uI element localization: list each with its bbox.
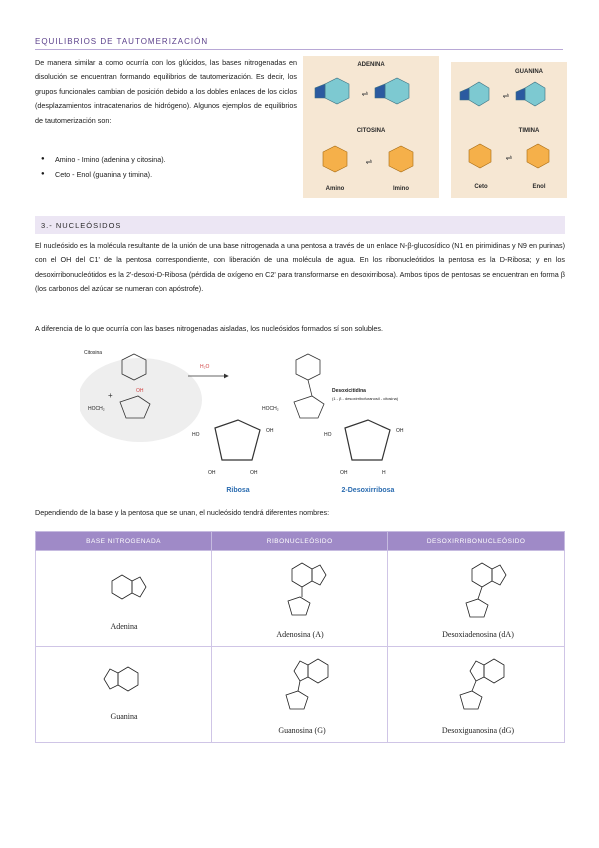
label-citosina: CITOSINA [357,128,386,134]
svg-text:+: + [108,391,113,400]
table-header-row: BASE NITROGENADA RIBONUCLEÓSIDO DESOXIRR… [34,531,565,551]
deoxyribonucleoside-name: Desoxiguanosina (dG) [442,726,515,735]
caption-ceto: Ceto [474,184,488,190]
table-cell: Desoxiguanosina (dG) [387,646,565,743]
nucleoside-table: BASE NITROGENADA RIBONUCLEÓSIDO DESOXIRR… [34,531,565,743]
table-cell: Desoxiadenosina (dA) [387,550,565,647]
svg-text:HO: HO [324,432,332,438]
table-cell: Adenina [34,550,213,647]
svg-text:HOCH₂: HOCH₂ [88,406,105,412]
adenosine-structure: Adenosina (A) [252,555,353,641]
tautomerization-paragraph: De manera similar a como ocurría con los… [35,58,297,125]
product-sublabel: (1 - β - desoxirribofuranosil - citosina… [332,396,399,401]
ribonucleoside-name: Adenosina (A) [276,630,324,639]
base-name: Guanina [110,712,138,721]
svg-text:HO: HO [192,432,200,438]
label-adenina: ADENINA [357,62,385,68]
table-cell: Guanosina (G) [211,646,389,743]
caption-enol: Enol [533,184,546,190]
caption-amino: Amino [326,186,345,192]
svg-text:OH: OH [136,388,144,394]
svg-text:⇌: ⇌ [506,153,513,162]
product-label: Desoxicitidina [332,388,366,394]
section-bar-nucleosidos: 3.- NUCLEÓSIDOS [35,216,565,234]
ribosa-label: Ribosa [226,487,249,494]
table-row: Adenina Adenosina (A) Desoxiadenosina (d… [34,550,565,647]
label-timina: TIMINA [519,128,540,134]
adenine-structure: Adenina [92,559,156,635]
ribonucleoside-name: Guanosina (G) [278,726,326,735]
deoxyguanosine-structure: Desoxiguanosina (dG) [414,651,543,739]
deoxyadenosine-structure: Desoxiadenosina (dA) [414,555,543,641]
svg-text:OH: OH [340,470,348,476]
section-title-nucleosidos: 3.- NUCLEÓSIDOS [41,221,122,230]
svg-text:OH: OH [250,470,258,476]
nucleoside-formation-figure: Citosina + OH H₂O Desoxicitidina (1 - β … [80,350,404,494]
guanosine-structure: Guanosina (G) [246,651,359,739]
svg-text:OH: OH [208,470,216,476]
nucleoside-definition-paragraph: El nucleósido es la molécula resultante … [35,241,565,294]
bullet-amino-imino: Amino - Imino (adenina y citosina). [41,155,166,164]
svg-text:⇌: ⇌ [503,91,510,100]
svg-text:HOCH₂: HOCH₂ [262,406,279,412]
base-name: Adenina [110,622,138,631]
svg-text:OH: OH [396,428,404,434]
tautomer-figure-guanine-thymine: GUANINA ⇌ TIMINA ⇌ Ceto Enol [451,62,567,198]
table-row: Guanina Guanosina (G) Desoxiguanosina (d… [34,646,565,743]
svg-text:H: H [382,470,386,476]
bullet-ceto-enol: Ceto - Enol (guanina y timina). [41,170,152,179]
svg-text:OH: OH [266,428,274,434]
svg-text:⇌: ⇌ [362,89,369,98]
reactant-label: Citosina [84,350,102,356]
caption-imino: Imino [393,186,409,192]
header-base-nitrogenada: BASE NITROGENADA [34,531,213,551]
deoxyribonucleoside-name: Desoxiadenosina (dA) [442,630,514,639]
section-title-tautomerization: EQUILIBRIOS DE TAUTOMERIZACIÓN [35,37,563,50]
label-guanina: GUANINA [515,69,544,75]
table-cell: Adenosina (A) [211,550,389,647]
solubility-paragraph: A diferencia de lo que ocurría con las b… [35,324,383,333]
table-cell: Guanina [34,646,213,743]
water-label: H₂O [200,364,210,370]
guanine-structure: Guanina [84,653,164,729]
header-ribonucleosido: RIBONUCLEÓSIDO [211,531,389,551]
tautomer-figure-adenine-cytosine: ADENINA ⇌ CITOSINA ⇌ Amino Imino [303,56,439,198]
svg-text:⇌: ⇌ [366,157,373,166]
names-intro-paragraph: Dependiendo de la base y la pentosa que … [35,508,330,517]
header-desoxirribonucleosido: DESOXIRRIBONUCLEÓSIDO [387,531,565,551]
desoxirribosa-label: 2-Desoxirribosa [342,487,395,494]
